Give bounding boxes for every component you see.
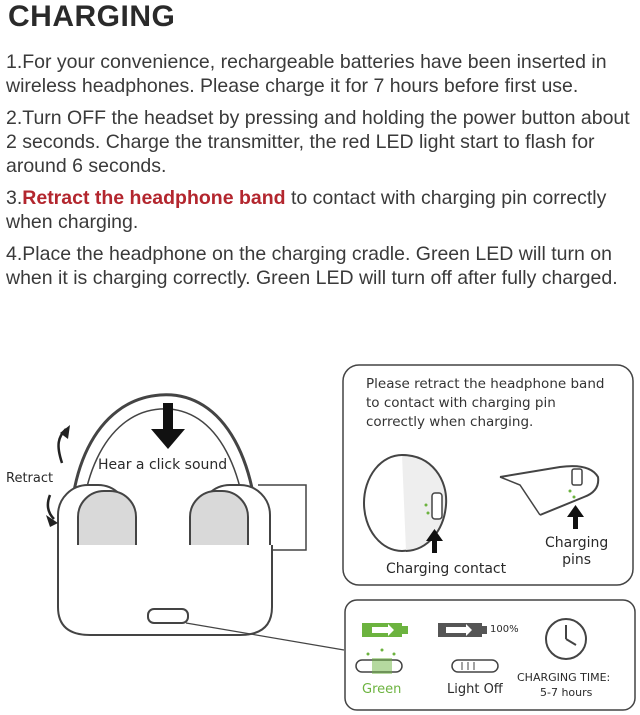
step-1: 1.For your convenience, rechargeable bat…: [6, 51, 607, 97]
light-off-label: Light Off: [447, 682, 503, 697]
page-title: CHARGING: [8, 0, 176, 33]
headband: [68, 393, 260, 566]
retract-arrow-down-icon: [46, 494, 58, 527]
charging-time-value: 5-7 hours: [540, 686, 593, 699]
click-sound-label: Hear a click sound: [98, 457, 228, 473]
instructions: 1.For your convenience, rechargeable bat…: [6, 50, 636, 298]
charging-cradle: [57, 545, 273, 636]
step-3-rest: to contact with charging pin correctly w…: [6, 187, 607, 233]
clock-icon: [545, 618, 587, 660]
charging-contact-label: Charging contact: [386, 561, 507, 577]
green-led-label: Green: [362, 682, 402, 697]
cradle-detail: [499, 465, 600, 516]
full-charge-label: 100%: [490, 624, 519, 635]
step-4: 4.Place the headphone on the charging cr…: [6, 243, 618, 289]
retract-note: Please retract the headphone band to con…: [366, 376, 605, 430]
led-off-icon: [451, 659, 499, 673]
retract-label: Retract: [6, 471, 54, 486]
step-3-prefix: 3.: [6, 187, 23, 209]
step-2: 2.Turn OFF the headset by pressing and h…: [6, 107, 630, 177]
illustration-drawing: [46, 364, 636, 711]
step-3-highlight: Retract the headphone band: [22, 187, 286, 209]
charging-illustration: Hear a click sound Retract Please retrac…: [0, 345, 640, 715]
charging-pins-arrow-icon: [567, 505, 584, 529]
charging-time-label: CHARGING TIME:: [517, 671, 611, 684]
battery-charging-icon: [362, 623, 408, 637]
click-arrow-icon: [151, 403, 185, 449]
charging-contact-arrow-icon: [426, 529, 443, 553]
earcup-detail: [363, 454, 448, 552]
led-green-icon: [355, 648, 403, 674]
step-3: 3.Retract the headphone band to contact …: [6, 186, 636, 234]
charging-pins-label: Charging pins: [545, 535, 609, 568]
retract-arrow-up-icon: [57, 425, 70, 464]
battery-full-icon: [438, 623, 487, 637]
